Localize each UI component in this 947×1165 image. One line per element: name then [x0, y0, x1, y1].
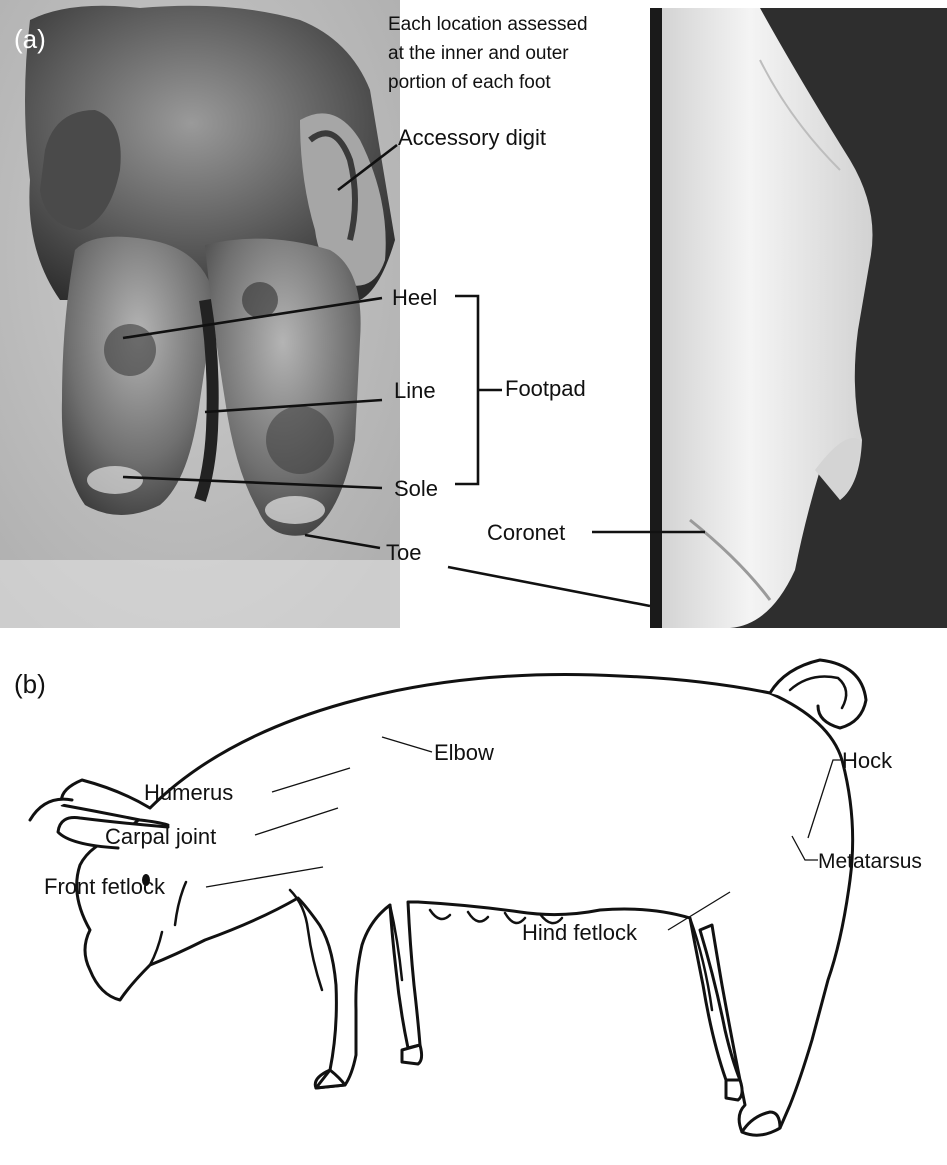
humerus-label: Humerus: [144, 780, 233, 805]
panel-a-tag: (a): [14, 24, 46, 54]
assessment-note-line-2: at the inner and outer: [388, 43, 569, 64]
toe-leader-right: [448, 567, 650, 606]
coronet-label: Coronet: [487, 520, 565, 545]
toe-label: Toe: [386, 540, 421, 565]
line-label: Line: [394, 378, 436, 403]
metatarsus-label: Metatarsus: [818, 850, 922, 873]
sole-label: Sole: [394, 476, 438, 501]
front-fetlock-label: Front fetlock: [44, 874, 166, 899]
leg-side-photo: [650, 8, 947, 628]
footpad-label: Footpad: [505, 376, 586, 401]
carpal-joint-label: Carpal joint: [105, 824, 216, 849]
elbow-label: Elbow: [434, 740, 494, 765]
heel-label: Heel: [392, 285, 437, 310]
assessment-note-line-1: Each location assessed: [388, 14, 588, 35]
hock-label: Hock: [842, 748, 893, 773]
assessment-note-line-3: portion of each foot: [388, 72, 551, 93]
accessory-digit-label: Accessory digit: [398, 125, 546, 150]
panel-b-tag: (b): [14, 669, 46, 699]
footpad-bracket: [455, 296, 478, 484]
hoof-photo: [0, 0, 400, 628]
hind-fetlock-label: Hind fetlock: [522, 920, 638, 945]
